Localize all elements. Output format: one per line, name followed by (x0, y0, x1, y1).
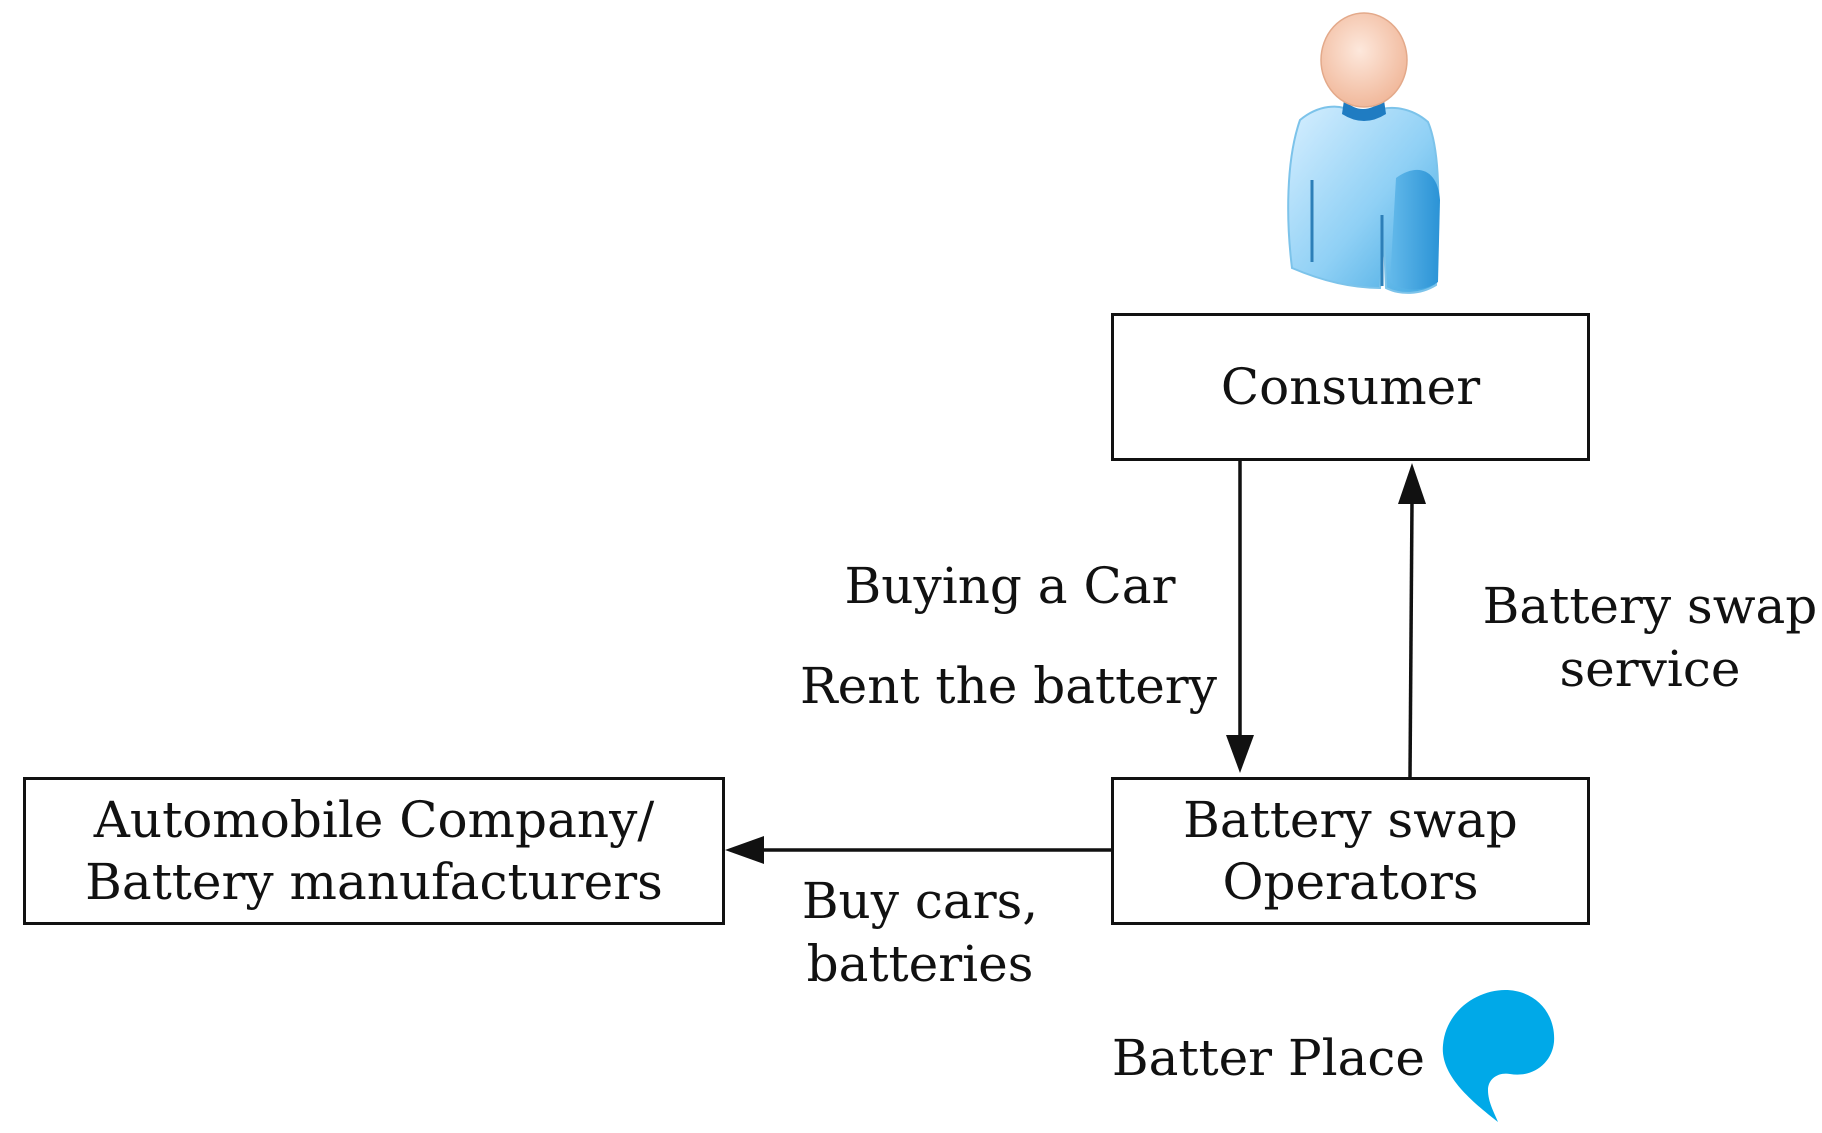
operators-label-line2: Operators (1222, 853, 1479, 911)
consumer-label: Consumer (1220, 357, 1481, 416)
battery-place-logo-icon (1442, 990, 1555, 1122)
edge-label-swap-service-line1: Battery swap (1482, 577, 1818, 635)
edge-label-swap-service-line2: service (1559, 640, 1741, 698)
edge-label-buy-cars: Buy cars, (801, 872, 1039, 930)
edge-operators-to-manufacturers (725, 836, 1112, 864)
battery-swap-operators-node: Battery swap Operators (1111, 777, 1590, 925)
edge-operators-to-consumer (1398, 463, 1426, 778)
edge-label-rent-battery: Rent the battery (800, 657, 1217, 715)
battery-place-logo-text: Batter Place (1111, 1029, 1425, 1087)
person-icon (1287, 12, 1440, 294)
manufacturers-node: Automobile Company/ Battery manufacturer… (23, 777, 725, 925)
edge-consumer-to-operators (1226, 461, 1254, 773)
manufacturers-label-line1: Automobile Company/ (93, 790, 655, 849)
manufacturers-label-line2: Battery manufacturers (85, 853, 663, 911)
consumer-node: Consumer (1111, 313, 1590, 461)
edge-label-buying-car: Buying a Car (844, 557, 1176, 615)
edge-label-batteries: batteries (806, 935, 1034, 993)
operators-label-line1: Battery swap (1183, 790, 1518, 849)
